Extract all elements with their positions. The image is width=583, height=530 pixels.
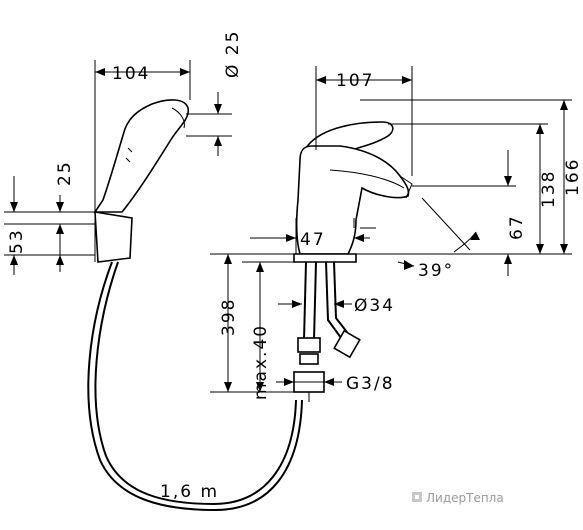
- dim-hose-length: 1,6 m: [160, 482, 219, 502]
- tap-dimensions: 107 166 138 67 47: [210, 66, 583, 400]
- sprayer-dimensions: 104 Ø 25 53 25: [4, 30, 243, 275]
- dim-138: 138: [539, 170, 559, 208]
- dim-53: 53: [7, 228, 27, 254]
- dim-39-degrees: 39°: [418, 261, 454, 281]
- dim-398: 398: [219, 298, 239, 336]
- watermark: ЛидерТепла: [412, 491, 504, 505]
- basin-tap: [293, 121, 413, 402]
- dim-diameter-25: Ø 25: [223, 30, 243, 78]
- hand-sprayer: [87, 99, 303, 512]
- dim-104: 104: [112, 64, 150, 84]
- dim-166: 166: [563, 158, 583, 196]
- dim-107: 107: [336, 71, 374, 91]
- dim-diameter-34: Ø34: [354, 296, 395, 316]
- dim-67: 67: [507, 214, 527, 240]
- dim-max-40: max.40: [251, 324, 271, 400]
- dim-47: 47: [300, 230, 326, 250]
- watermark-text: ЛидерТепла: [426, 491, 504, 505]
- dim-25-holder: 25: [55, 160, 75, 186]
- dim-g3-8: G3/8: [346, 374, 395, 394]
